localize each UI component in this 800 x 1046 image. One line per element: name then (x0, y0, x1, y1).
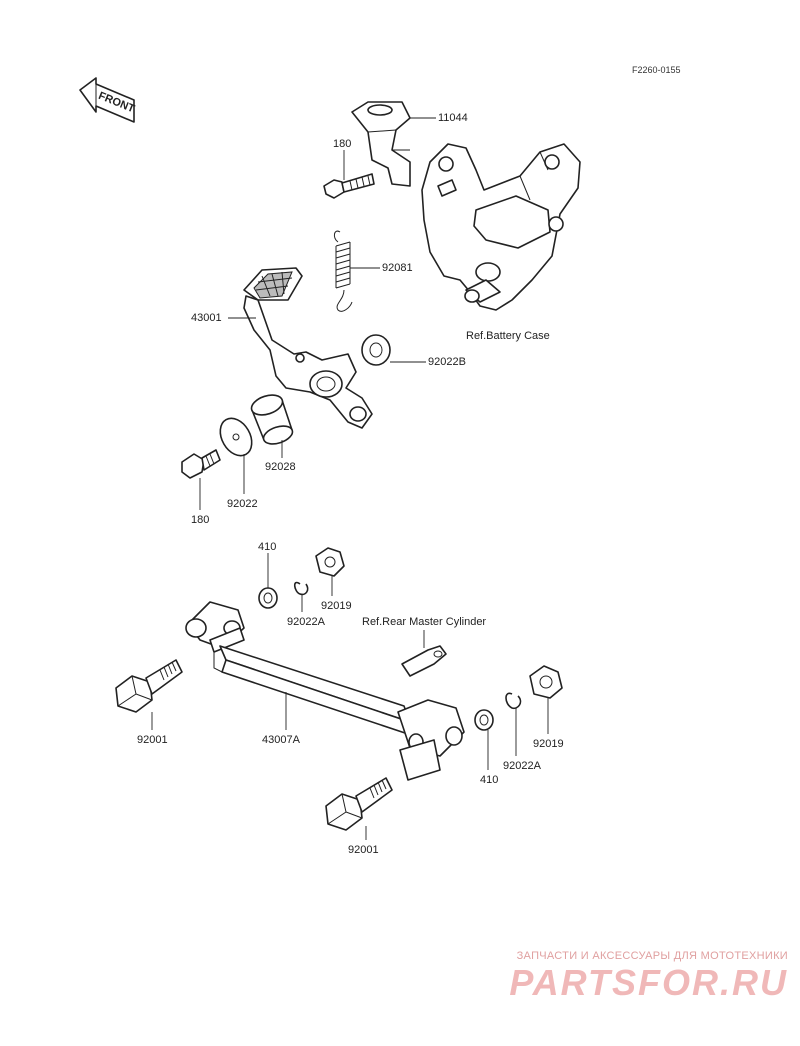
label-92081: 92081 (382, 262, 413, 274)
label-92001-left: 92001 (137, 734, 168, 746)
label-92019-top: 92019 (321, 600, 352, 612)
ref-battery-case: Ref.Battery Case (466, 330, 550, 342)
bracket-11044 (351, 101, 411, 187)
label-92022A-top: 92022A (287, 616, 326, 628)
clip-92022A-top (293, 581, 309, 596)
label-92022A-right: 92022A (503, 760, 542, 772)
label-410-top: 410 (258, 541, 276, 553)
washer-92022 (219, 417, 253, 457)
battery-case-frame (421, 143, 581, 311)
front-arrow-icon: FRONT (79, 77, 137, 123)
label-43001: 43001 (191, 312, 222, 324)
label-92022B: 92022B (428, 356, 466, 368)
label-92022: 92022 (227, 498, 258, 510)
clip-92022A-right (505, 692, 522, 710)
nut-92019-top (315, 547, 345, 577)
figure-code: F2260-0155 (632, 65, 681, 75)
nut-92019-right (529, 665, 563, 699)
label-92019-right: 92019 (533, 738, 564, 750)
spring-92081 (333, 230, 353, 312)
label-92028: 92028 (265, 461, 296, 473)
watermark-brand: PARTSFOR.RU (509, 962, 788, 1003)
label-43007A: 43007A (262, 734, 301, 746)
bolt-92001-left (115, 659, 183, 713)
label-180-bottom: 180 (191, 514, 209, 526)
bolt-180-bottom (181, 449, 221, 479)
rod-43007A (185, 601, 465, 781)
label-11044: 11044 (438, 112, 468, 124)
washer-410-right (474, 709, 494, 731)
washer-92022B (361, 334, 391, 366)
label-92001-bottom: 92001 (348, 844, 379, 856)
label-410-right: 410 (480, 774, 498, 786)
brake-pedal-43001 (243, 267, 373, 429)
master-cylinder-clevis (401, 645, 447, 677)
watermark-tagline: ЗАПЧАСТИ И АКСЕССУАРЫ ДЛЯ МОТОТЕХНИКИ (516, 950, 788, 962)
bolt-92001-bottom (325, 777, 393, 831)
ref-rear-master-cylinder: Ref.Rear Master Cylinder (362, 616, 486, 628)
label-180-top: 180 (333, 138, 351, 150)
bolt-180-top (323, 173, 375, 199)
collar-92028 (250, 394, 294, 445)
washer-410-top (258, 587, 278, 609)
